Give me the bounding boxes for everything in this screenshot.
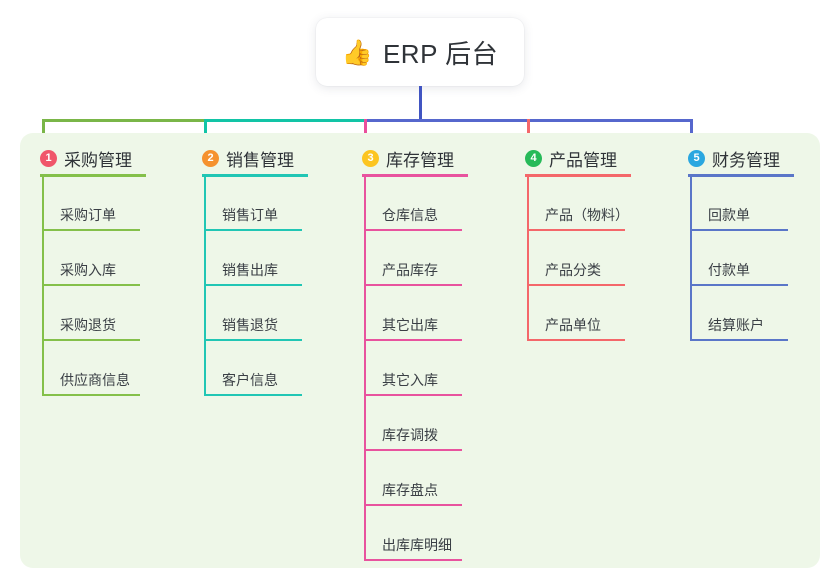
branch-underline-1 xyxy=(40,174,146,177)
branch-item-underline xyxy=(364,229,462,231)
bus-segment-1 xyxy=(42,119,204,122)
branch-item-label: 库存调拨 xyxy=(382,427,438,443)
branch-badge-2: 2 xyxy=(202,150,219,167)
branch-item-label: 出库库明细 xyxy=(382,537,452,553)
branch-header-2[interactable]: 2 销售管理 xyxy=(202,146,294,171)
branch-badge-3: 3 xyxy=(362,150,379,167)
branch-item-label: 销售订单 xyxy=(222,207,278,223)
branch-spine-3 xyxy=(364,177,366,561)
branch-header-3[interactable]: 3 库存管理 xyxy=(362,146,454,171)
branch-item-underline xyxy=(364,284,462,286)
branch-underline-4 xyxy=(525,174,631,177)
branch-spine-5 xyxy=(690,177,692,341)
branch-item-label: 销售出库 xyxy=(222,262,278,278)
root-node[interactable]: 👍 ERP 后台 xyxy=(316,18,524,86)
branch-spine-2 xyxy=(204,177,206,396)
branch-badge-5: 5 xyxy=(688,150,705,167)
bus-segment-2 xyxy=(204,119,364,122)
branch-drop-3 xyxy=(364,119,367,145)
branch-header-5[interactable]: 5 财务管理 xyxy=(688,146,780,171)
branch-item-underline xyxy=(364,394,462,396)
thumbs-up-icon: 👍 xyxy=(341,37,373,67)
branch-title-1: 采购管理 xyxy=(64,151,132,170)
branch-item-underline xyxy=(42,394,140,396)
branch-item-label: 采购退货 xyxy=(60,317,116,333)
branch-item-underline xyxy=(364,559,462,561)
branch-title-3: 库存管理 xyxy=(386,151,454,170)
branch-item-underline xyxy=(527,339,625,341)
branch-item-underline xyxy=(204,339,302,341)
branch-item-label: 付款单 xyxy=(708,262,750,278)
branch-title-2: 销售管理 xyxy=(226,151,294,170)
branch-drop-1 xyxy=(42,119,45,145)
branch-spine-1 xyxy=(42,177,44,396)
branch-item-underline xyxy=(364,339,462,341)
branch-item-underline xyxy=(42,229,140,231)
branch-item-label: 结算账户 xyxy=(708,317,764,333)
branch-item-underline xyxy=(42,284,140,286)
branch-item-label: 客户信息 xyxy=(222,372,278,388)
branch-item-label: 回款单 xyxy=(708,207,750,223)
branch-underline-2 xyxy=(202,174,308,177)
branch-underline-5 xyxy=(688,174,794,177)
branch-item-label: 产品分类 xyxy=(545,262,601,278)
branch-item-label: 产品（物料） xyxy=(545,207,629,223)
branch-item-label: 其它出库 xyxy=(382,317,438,333)
branch-drop-4 xyxy=(527,119,530,145)
branch-item-label: 采购订单 xyxy=(60,207,116,223)
branch-title-4: 产品管理 xyxy=(549,151,617,170)
branch-item-label: 采购入库 xyxy=(60,262,116,278)
branch-spine-4 xyxy=(527,177,529,341)
branch-item-underline xyxy=(364,449,462,451)
branch-item-label: 销售退货 xyxy=(222,317,278,333)
branch-item-underline xyxy=(527,229,625,231)
branch-item-underline xyxy=(42,339,140,341)
branch-item-label: 产品单位 xyxy=(545,317,601,333)
root-title: ERP 后台 xyxy=(382,38,499,69)
branch-item-underline xyxy=(204,284,302,286)
branch-item-underline xyxy=(204,229,302,231)
branch-item-label: 仓库信息 xyxy=(382,207,438,223)
branch-item-label: 供应商信息 xyxy=(60,372,130,388)
branch-item-label: 产品库存 xyxy=(382,262,438,278)
branch-item-underline xyxy=(690,339,788,341)
branch-item-label: 其它入库 xyxy=(382,372,438,388)
branch-item-underline xyxy=(527,284,625,286)
branches-panel: 1 采购管理采购订单采购入库采购退货供应商信息 2 销售管理销售订单销售出库销售退货客… xyxy=(20,133,820,568)
branch-item-underline xyxy=(204,394,302,396)
branch-title-5: 财务管理 xyxy=(712,151,780,170)
branch-item-underline xyxy=(690,284,788,286)
branch-item-underline xyxy=(690,229,788,231)
branch-drop-5 xyxy=(690,119,693,145)
branch-item-underline xyxy=(364,504,462,506)
branch-underline-3 xyxy=(362,174,468,177)
branch-header-1[interactable]: 1 采购管理 xyxy=(40,146,132,171)
branch-drop-2 xyxy=(204,119,207,145)
branch-badge-1: 1 xyxy=(40,150,57,167)
branch-item-label: 库存盘点 xyxy=(382,482,438,498)
root-stem-connector xyxy=(419,86,422,122)
branch-header-4[interactable]: 4 产品管理 xyxy=(525,146,617,171)
branch-badge-4: 4 xyxy=(525,150,542,167)
